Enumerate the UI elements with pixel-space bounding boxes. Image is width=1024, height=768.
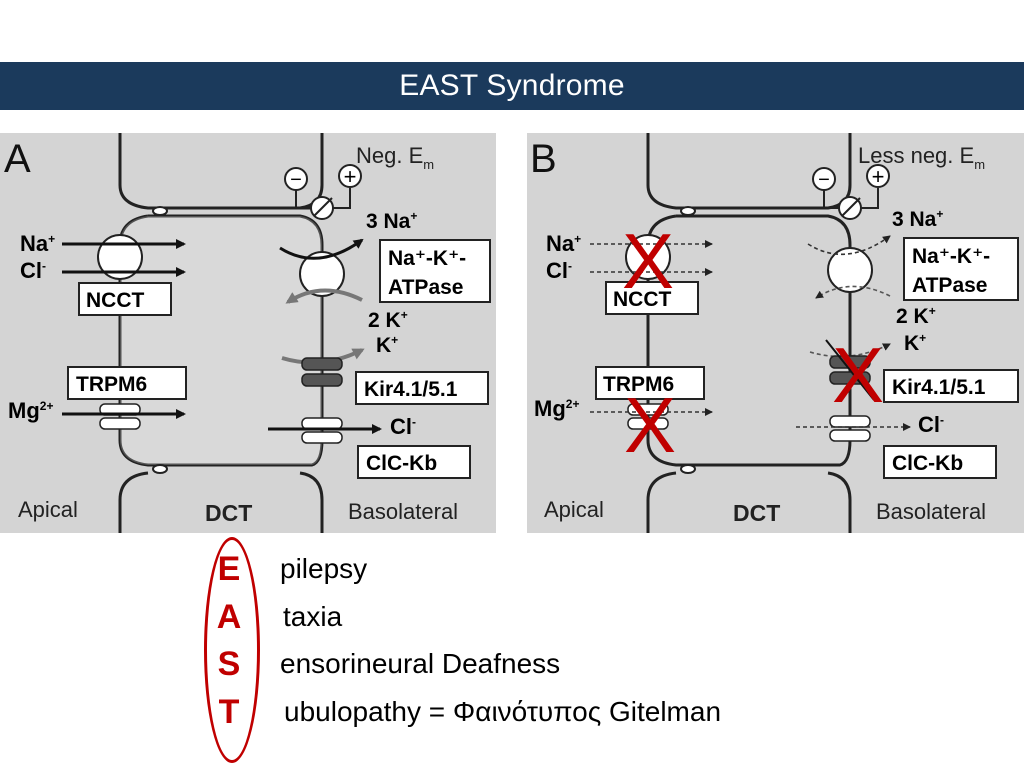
acrostic-word-s: ensorineural Deafness bbox=[280, 648, 561, 679]
panel-a-ncct-box bbox=[78, 282, 172, 316]
panel-a-na3-label: 3 Na+ bbox=[366, 209, 417, 233]
panel-b-na3-label: 3 Na+ bbox=[892, 207, 943, 231]
panel-b-basolateral-label: Basolateral bbox=[876, 499, 986, 524]
panel-b-letter: B bbox=[530, 137, 557, 181]
panel-a-cl-out-label: Cl- bbox=[390, 414, 416, 439]
panel-a-mg-label: Mg2+ bbox=[8, 398, 53, 423]
svg-text:+: + bbox=[344, 164, 357, 189]
acrostic-word-e: pilepsy bbox=[280, 553, 368, 584]
panel-a-trpm6-box bbox=[67, 366, 187, 400]
acrostic-letter-a: A bbox=[216, 597, 242, 636]
panel-a-clc-channel-icon bbox=[301, 417, 343, 430]
panel-b-atpase-box bbox=[903, 237, 1019, 301]
panel-a-na-in-label: Na+ bbox=[20, 231, 55, 256]
acrostic-letter-t: T bbox=[218, 692, 240, 731]
panel-a-trpm6-label: TRPM6 bbox=[76, 373, 147, 396]
panel-b-atpase-line2: ATPase bbox=[912, 274, 987, 297]
panel-a-kir-box bbox=[355, 371, 489, 405]
acrostic-word-a: taxia bbox=[283, 601, 343, 632]
panel-b-clckb-label: ClC-Kb bbox=[892, 452, 963, 475]
panel-b-ncct-label: NCCT bbox=[613, 288, 671, 311]
panel-a-plus-icon bbox=[338, 164, 362, 188]
panel-a: A − + Neg. Em 3 Na+ Na⁺-K⁺- ATPase 2 K+ … bbox=[0, 133, 496, 533]
panel-b-k-label: K+ bbox=[904, 331, 926, 355]
panel-a-atpase-line1: Na⁺-K⁺- bbox=[388, 247, 466, 270]
panel-b-atpase-line1: Na⁺-K⁺- bbox=[912, 245, 990, 268]
panel-b-cl-out-label: Cl- bbox=[918, 412, 944, 437]
panel-b-ncct-cross-icon: X bbox=[622, 217, 674, 305]
panel-a-kir-label: Kir4.1/5.1 bbox=[364, 378, 458, 401]
panel-b-ncct-icon bbox=[625, 234, 671, 280]
svg-text:−: − bbox=[818, 169, 830, 191]
panel-b-dct-label: DCT bbox=[733, 500, 780, 526]
panel-b-kir-cross-icon: X bbox=[832, 331, 884, 419]
acrostic-oval bbox=[204, 537, 260, 763]
acrostic-letter-s: S bbox=[217, 644, 241, 683]
panel-b-na-in-label: Na+ bbox=[546, 231, 581, 256]
panel-a-em-label: Neg. Em bbox=[356, 143, 434, 172]
panel-a-ncct-icon bbox=[97, 234, 143, 280]
panel-a-letter: A bbox=[4, 137, 31, 181]
figure: A − + Neg. Em 3 Na+ Na⁺-K⁺- ATPase 2 K+ … bbox=[0, 133, 1024, 533]
panel-a-ncct-label: NCCT bbox=[86, 289, 144, 312]
panel-b-trpm6-box bbox=[595, 366, 705, 400]
panel-b-2k-label: 2 K+ bbox=[896, 304, 936, 328]
panel-b-kir-box bbox=[883, 369, 1019, 403]
panel-b-plus-icon bbox=[866, 164, 890, 188]
panel-a-clckb-box bbox=[357, 445, 471, 479]
panel-b-trpm6-cross-icon: X bbox=[624, 381, 676, 469]
panel-b-mg-label: Mg2+ bbox=[534, 396, 579, 421]
panel-a-basolateral-label: Basolateral bbox=[348, 499, 458, 524]
svg-text:−: − bbox=[290, 169, 302, 191]
panel-b-clckb-box bbox=[883, 445, 997, 479]
panel-b-kir-label: Kir4.1/5.1 bbox=[892, 376, 986, 399]
svg-text:+: + bbox=[872, 164, 885, 189]
panel-a-k-label: K+ bbox=[376, 333, 398, 357]
panel-a-2k-label: 2 K+ bbox=[368, 308, 408, 332]
panel-b-atpase-pump-icon bbox=[827, 247, 873, 293]
panel-a-atpase-pump-icon bbox=[299, 251, 345, 297]
slide-title: EAST Syndrome bbox=[0, 62, 1024, 110]
panel-a-clckb-label: ClC-Kb bbox=[366, 452, 437, 475]
acrostic-word-t: ubulopathy = Φαινότυπος Gitelman bbox=[284, 696, 722, 727]
panel-b-trpm6-label: TRPM6 bbox=[603, 373, 674, 396]
panel-a-kir-channel-icon bbox=[301, 357, 343, 371]
acrostic-letter-e: E bbox=[217, 549, 241, 588]
panel-a-cl-in-label: Cl- bbox=[20, 258, 46, 283]
panel-a-apical-label: Apical bbox=[18, 497, 78, 522]
panel-b-junction-top bbox=[680, 206, 696, 216]
panel-a-dct-label: DCT bbox=[205, 500, 252, 526]
panel-a-atpase-line2: ATPase bbox=[388, 276, 463, 299]
panel-b-cl-in-label: Cl- bbox=[546, 258, 572, 283]
panel-a-junction-top bbox=[152, 206, 168, 216]
panel-b-trpm6-channel-icon bbox=[627, 403, 669, 416]
panel-b-junction-bottom bbox=[680, 464, 696, 474]
panel-b: B − + Less neg. Em 3 Na+ Na⁺-K⁺- ATPase … bbox=[527, 133, 1024, 533]
panel-a-junction-bottom bbox=[152, 464, 168, 474]
panel-b-clc-channel-icon bbox=[829, 415, 871, 428]
panel-b-ncct-box bbox=[605, 281, 699, 315]
panel-a-atpase-box bbox=[379, 239, 491, 303]
panel-b-em-label: Less neg. Em bbox=[858, 143, 985, 172]
panel-b-apical-label: Apical bbox=[544, 497, 604, 522]
